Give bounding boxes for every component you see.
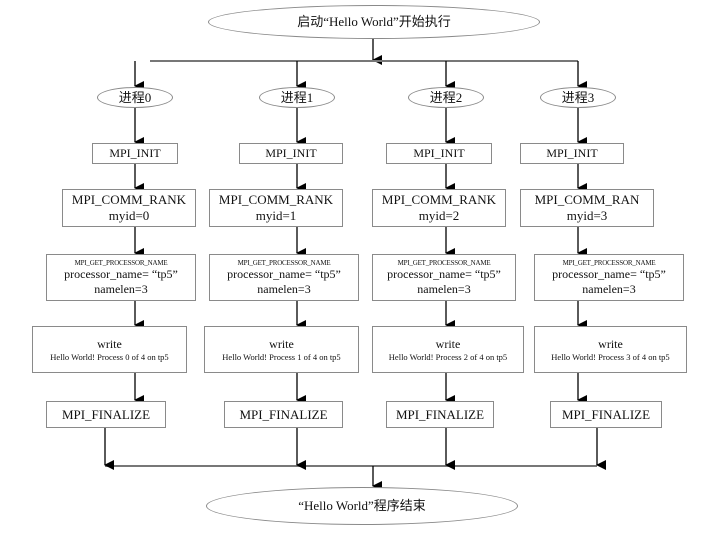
- process-label: 进程3: [561, 89, 595, 105]
- process-label: 进程0: [118, 89, 152, 105]
- proc-len: namelen=3: [257, 281, 311, 296]
- rank-title: MPI_COMM_RANK: [381, 192, 497, 208]
- write-title: write: [598, 337, 623, 352]
- process-0-node: 进程0: [97, 87, 173, 108]
- mpi-finalize-box-2: MPI_FINALIZE: [386, 401, 494, 428]
- finalize-label: MPI_FINALIZE: [561, 406, 651, 422]
- proc-len: namelen=3: [582, 281, 636, 296]
- mpi-init-box-2: MPI_INIT: [386, 143, 492, 164]
- write-text: Hello World! Process 1 of 4 on tp5: [222, 351, 341, 362]
- write-text: Hello World! Process 3 of 4 on tp5: [551, 351, 670, 362]
- proc-title: MPI_GET_PROCESSOR_NAME: [397, 258, 491, 267]
- start-node: 启动“Hello World”开始执行: [208, 5, 540, 39]
- finalize-label: MPI_FINALIZE: [239, 406, 328, 422]
- end-label: “Hello World”程序结束: [298, 498, 426, 514]
- rank-title: MPI_COMM_RANK: [71, 192, 187, 208]
- write-text: Hello World! Process 2 of 4 on tp5: [388, 351, 508, 362]
- proc-name: processor_name= “tp5”: [387, 267, 501, 282]
- proc-name: processor_name= “tp5”: [227, 267, 341, 282]
- rank-value: myid=3: [566, 208, 608, 223]
- mpi-finalize-box-0: MPI_FINALIZE: [46, 401, 166, 428]
- mpi-init-label: MPI_INIT: [546, 146, 598, 161]
- proc-title: MPI_GET_PROCESSOR_NAME: [237, 258, 331, 267]
- write-title: write: [269, 337, 294, 352]
- proc-name: processor_name= “tp5”: [64, 267, 178, 282]
- mpi-init-box-1: MPI_INIT: [239, 143, 343, 164]
- process-3-node: 进程3: [540, 87, 616, 108]
- mpi-init-label: MPI_INIT: [265, 146, 317, 161]
- proc-name: processor_name= “tp5”: [552, 267, 666, 282]
- mpi-finalize-box-1: MPI_FINALIZE: [224, 401, 343, 428]
- proc-len: namelen=3: [417, 281, 471, 296]
- process-label: 进程2: [429, 89, 463, 105]
- process-2-node: 进程2: [408, 87, 484, 108]
- rank-title: MPI_COMM_RANK: [218, 192, 334, 208]
- rank-value: myid=0: [108, 208, 150, 223]
- write-title: write: [435, 337, 461, 352]
- rank-title: MPI_COMM_RAN: [534, 192, 640, 208]
- process-label: 进程1: [280, 89, 314, 105]
- end-node: “Hello World”程序结束: [206, 487, 518, 525]
- proc-len: namelen=3: [94, 281, 148, 296]
- mpi-init-label: MPI_INIT: [109, 146, 161, 161]
- write-title: write: [97, 337, 122, 352]
- finalize-label: MPI_FINALIZE: [61, 406, 151, 422]
- mpi-finalize-box-3: MPI_FINALIZE: [550, 401, 662, 428]
- proc-title: MPI_GET_PROCESSOR_NAME: [74, 258, 168, 267]
- rank-value: myid=2: [418, 208, 460, 223]
- mpi-init-box-3: MPI_INIT: [520, 143, 624, 164]
- rank-value: myid=1: [255, 208, 297, 223]
- start-label: 启动“Hello World”开始执行: [297, 14, 451, 30]
- write-text: Hello World! Process 0 of 4 on tp5: [50, 351, 169, 362]
- mpi-init-box-0: MPI_INIT: [92, 143, 178, 164]
- proc-title: MPI_GET_PROCESSOR_NAME: [562, 258, 656, 267]
- finalize-label: MPI_FINALIZE: [395, 406, 485, 422]
- process-1-node: 进程1: [259, 87, 335, 108]
- mpi-init-label: MPI_INIT: [413, 146, 465, 161]
